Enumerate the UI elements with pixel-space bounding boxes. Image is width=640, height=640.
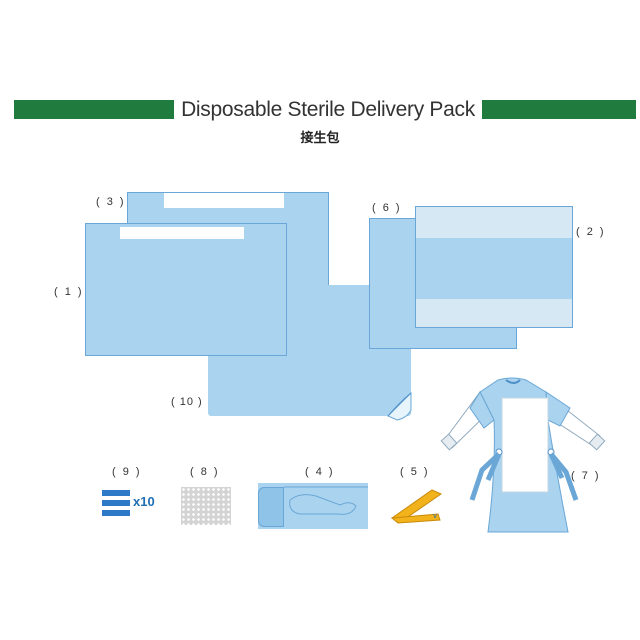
header-bar-left [14,100,174,119]
item-label-7: ( 7 ) [571,470,601,482]
leg-outline [289,494,357,515]
item-label-5: ( 5 ) [400,466,430,478]
svg-text:v: v [433,512,437,520]
towel-quantity: x10 [133,494,155,509]
item-label-3: ( 3 ) [96,196,126,208]
clamp-item-5: v [390,489,443,524]
item-label-10: ( 10 ) [171,396,203,408]
item-label-6: ( 6 ) [372,202,402,214]
item-label-4: ( 4 ) [305,466,335,478]
adhesive-strip [120,227,244,239]
drape-band-top [416,207,572,238]
gown-item-7 [440,377,606,533]
towel-stack-item-9 [102,490,130,516]
leggings-item-4 [258,483,368,529]
page-title: Disposable Sterile Delivery Pack [181,98,475,121]
leggings-fold [258,487,284,527]
adhesive-strip [164,193,284,208]
page-subtitle: 接生包 [300,130,340,145]
item-label-1: ( 1 ) [54,286,84,298]
item-label-8: ( 8 ) [190,466,220,478]
drape-item-1 [85,223,287,356]
header-bar-right [482,100,636,119]
gauze-item-8 [181,487,231,525]
item-label-2: ( 2 ) [576,226,606,238]
drape-item-2 [415,206,573,328]
drape-band-bottom [416,299,572,327]
underpad-curl [387,391,412,421]
item-label-9: ( 9 ) [112,466,142,478]
